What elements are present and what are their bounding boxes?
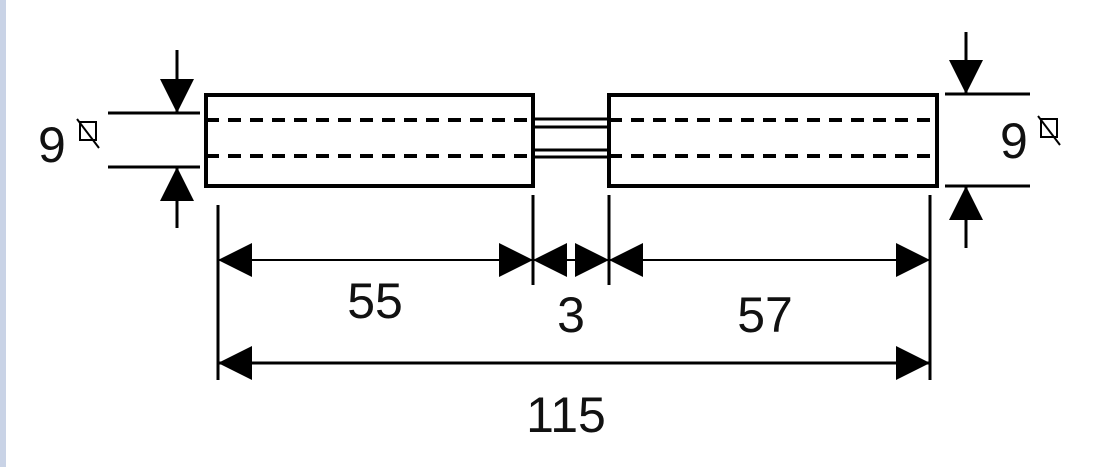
right-height-label: 9 bbox=[1000, 113, 1028, 169]
left-height-label: 9 bbox=[38, 117, 66, 173]
right-length-label: 57 bbox=[737, 287, 793, 343]
right-bar bbox=[607, 93, 939, 188]
right-height-dimension bbox=[945, 32, 1030, 248]
connector-rods bbox=[535, 117, 608, 159]
left-length-label: 55 bbox=[347, 273, 403, 329]
left-bar bbox=[204, 93, 535, 188]
square-section-icon bbox=[1037, 115, 1061, 146]
total-length-label: 115 bbox=[526, 387, 606, 443]
gap-label: 3 bbox=[557, 287, 585, 343]
left-height-dimension bbox=[108, 50, 200, 228]
left-edge-strip bbox=[0, 0, 6, 467]
square-section-icon bbox=[76, 118, 100, 149]
length-dimensions bbox=[218, 243, 930, 380]
